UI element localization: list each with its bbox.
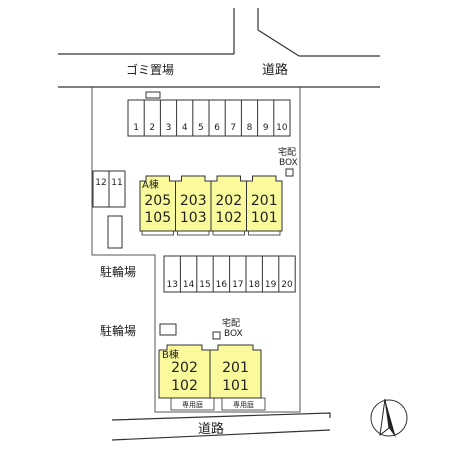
parking-space-1: 1 — [133, 123, 139, 133]
parking-space-13: 13 — [166, 280, 177, 290]
parking-space-5: 5 — [198, 123, 204, 133]
building-a-unit — [210, 175, 247, 232]
bicycle-parking-1 — [107, 215, 123, 249]
unit-number: 201 — [251, 193, 278, 209]
building-a-unit — [246, 175, 283, 232]
unit-number: 102 — [171, 378, 198, 394]
road-bottom-label: 道路 — [198, 421, 224, 437]
unit-number: 201 — [222, 360, 249, 376]
parking-space-14: 14 — [183, 280, 195, 290]
delivery-box-2-line2: BOX — [224, 329, 243, 339]
parking-space-2: 2 — [149, 123, 155, 133]
delivery-box-1-line2: BOX — [279, 158, 298, 168]
parking-space-9: 9 — [263, 123, 269, 133]
parking-space-3: 3 — [166, 123, 172, 133]
bicycle-parking-2 — [159, 323, 177, 336]
unit-number: 105 — [144, 210, 171, 226]
parking-space-6: 6 — [214, 123, 220, 133]
delivery-box-1-line1: 宅配 — [278, 146, 296, 158]
garbage-area — [145, 91, 161, 99]
parking-space-15: 15 — [199, 280, 210, 290]
road-top-label: 道路 — [262, 62, 288, 78]
building-a-label: A棟 — [142, 178, 159, 191]
parking-space-8: 8 — [247, 123, 253, 133]
site-boundary — [91, 87, 301, 413]
building-b: 専用庭 202 102 専用庭 201 101 B棟 — [158, 344, 266, 411]
parking-space-16: 16 — [216, 280, 228, 290]
road-bottom: 道路 — [111, 412, 331, 441]
unit-number: 101 — [222, 378, 249, 394]
parking-space-12: 12 — [95, 178, 106, 188]
north-arrow-icon — [370, 398, 408, 438]
delivery-box-1 — [285, 168, 294, 177]
unit-number: 202 — [171, 360, 198, 376]
delivery-box-2-line1: 宅配 — [222, 317, 240, 329]
bicycle-label-1: 駐輪場 — [100, 264, 136, 279]
unit-number: 101 — [251, 210, 278, 226]
building-b-label: B棟 — [162, 348, 179, 361]
building-b-unit — [158, 344, 211, 399]
building-a-unit — [139, 175, 176, 232]
delivery-box-2 — [212, 331, 221, 340]
building-b-unit — [209, 344, 262, 399]
private-garden-label: 専用庭 — [182, 400, 203, 409]
unit-number: 203 — [180, 193, 207, 209]
parking-space-19: 19 — [265, 280, 277, 290]
road-top: 道路 — [58, 8, 380, 88]
unit-number: 103 — [180, 210, 207, 226]
parking-space-11: 11 — [111, 178, 122, 188]
garbage-label: ゴミ置場 — [126, 62, 174, 77]
parking-space-4: 4 — [182, 123, 188, 133]
parking-left-block: 12 11 — [92, 170, 126, 208]
parking-space-7: 7 — [230, 123, 236, 133]
unit-number: 202 — [215, 193, 242, 209]
parking-space-10: 10 — [276, 123, 288, 133]
unit-number: 205 — [144, 193, 171, 209]
building-a-unit — [175, 175, 212, 232]
parking-space-17: 17 — [232, 280, 243, 290]
parking-bottom-row: 13 14 15 16 17 18 19 20 — [163, 255, 296, 293]
unit-number: 102 — [215, 210, 242, 226]
bicycle-label-2: 駐輪場 — [100, 323, 136, 338]
parking-space-20: 20 — [281, 280, 293, 290]
parking-space-18: 18 — [248, 280, 260, 290]
private-garden-label: 専用庭 — [233, 400, 254, 409]
